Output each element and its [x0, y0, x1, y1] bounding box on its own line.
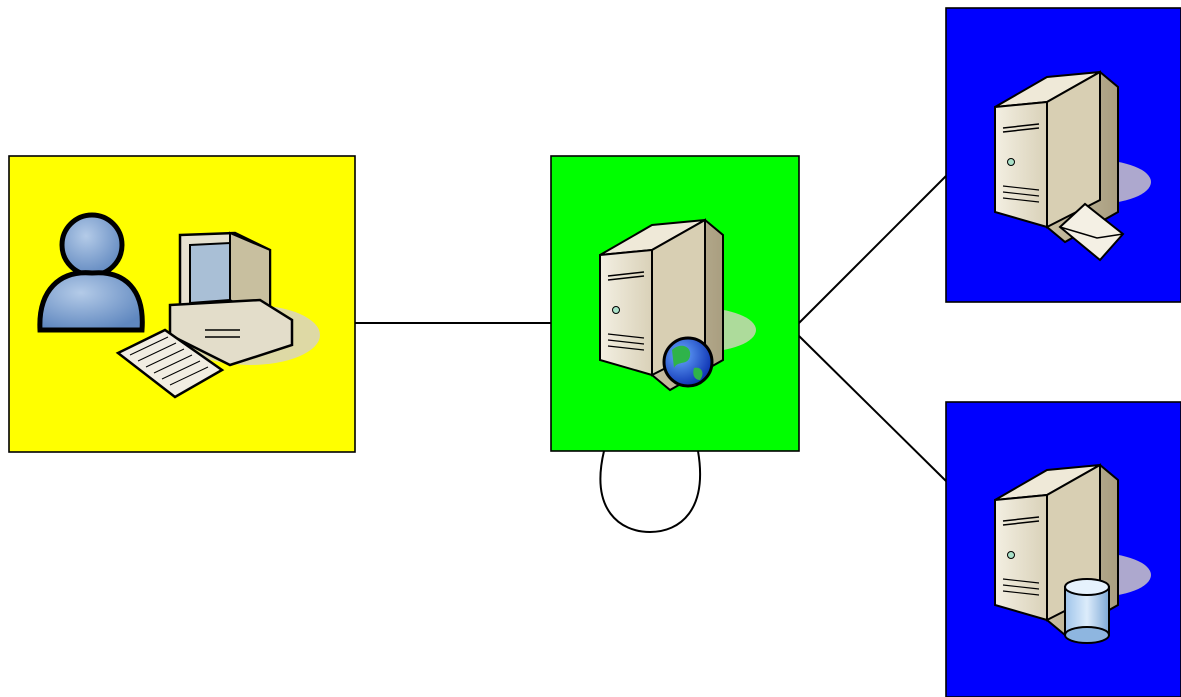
user-computer-icon [37, 212, 320, 399]
edge-web-server-to-database-server [798, 335, 947, 482]
mail-server-icon [994, 71, 1152, 262]
edge-web-server-self-loop [599, 450, 701, 534]
database-server-node[interactable] [945, 401, 1181, 697]
database-server-icon [994, 464, 1152, 644]
mail-server-node[interactable] [945, 7, 1181, 303]
envelope-icon [1058, 202, 1125, 262]
database-cylinder-icon [1064, 578, 1110, 644]
database-server-box [945, 401, 1181, 697]
web-server-node[interactable] [550, 155, 800, 452]
edge-web-server-to-mail-server [798, 175, 947, 324]
diagram-edges [355, 175, 947, 534]
web-server-icon [599, 219, 757, 391]
globe-icon [662, 336, 714, 388]
client-node[interactable] [8, 155, 356, 453]
